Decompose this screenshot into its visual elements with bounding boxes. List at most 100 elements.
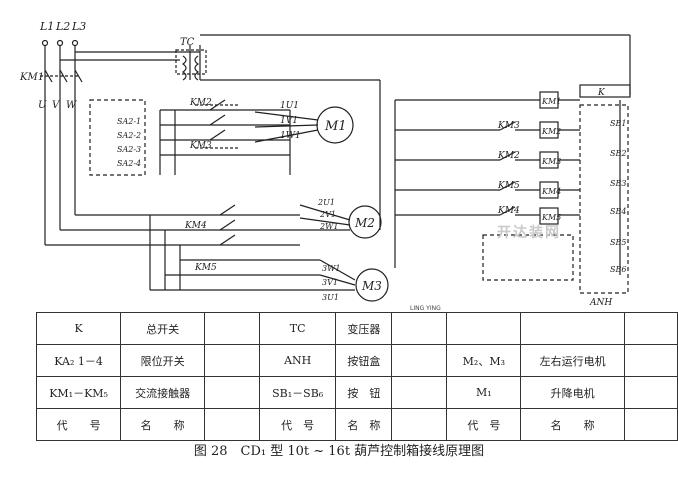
legend-cell xyxy=(204,408,261,441)
legend-cell: 代 号 xyxy=(259,408,337,441)
control-coil-km3: KM3 xyxy=(541,157,561,166)
main-switch-label: KM1 xyxy=(19,72,44,83)
terminal-w: W xyxy=(66,100,77,111)
contactor-group-lower xyxy=(45,204,320,291)
control-circuit xyxy=(394,84,631,294)
legend-cell: 名 称 xyxy=(335,408,393,441)
legend-cell: 代 号 xyxy=(35,408,122,441)
legend-cell: K xyxy=(35,312,122,345)
legend-cell xyxy=(204,376,261,409)
button-sb6: SB6 xyxy=(610,265,626,274)
legend-cell xyxy=(520,312,625,345)
motor-m1 xyxy=(254,106,354,144)
legend-cell: SB₁－SB₆ xyxy=(259,376,337,409)
limit-switch-3: SA2-3 xyxy=(117,145,141,154)
legend-cell: 交流接触器 xyxy=(120,376,206,409)
control-coil-km1: KM1 xyxy=(541,97,561,106)
legend-cell xyxy=(391,344,448,377)
legend-cell xyxy=(204,312,261,345)
control-contact-km3: KM3 xyxy=(497,121,520,131)
legend-cell: 代 号 xyxy=(446,408,522,441)
motor-m3-terminal-2: 3V1 xyxy=(322,278,338,287)
contactor-km5-label: KM5 xyxy=(194,263,217,273)
legend-cell: 名 称 xyxy=(520,408,625,441)
terminal-v: V xyxy=(52,100,61,111)
button-sb5: SB5 xyxy=(610,238,626,247)
legend-cell: 变压器 xyxy=(335,312,393,345)
control-coil-km4: KM4 xyxy=(541,187,561,196)
limit-switch-1: SA2-1 xyxy=(117,117,141,126)
contactor-group-upper xyxy=(159,99,291,175)
control-coil-km2: KM2 xyxy=(541,127,561,136)
legend-cell xyxy=(623,312,678,345)
limit-switch-4: SA2-4 xyxy=(117,159,141,168)
legend-cell: 名 称 xyxy=(120,408,206,441)
legend-cell: TC xyxy=(259,312,337,345)
logo-text: LING YING xyxy=(410,305,441,312)
control-contact-km4: KM4 xyxy=(497,206,520,216)
legend-cell xyxy=(391,312,448,345)
legend-cell: 限位开关 xyxy=(120,344,206,377)
legend-cell: 总开关 xyxy=(120,312,206,345)
control-coil-km5: KM5 xyxy=(541,213,561,222)
motor-m2-terminal-2: 2V1 xyxy=(319,210,336,219)
transformer-label: TC xyxy=(180,37,195,48)
legend-cell: 升降电机 xyxy=(520,376,625,409)
motor-m2-terminal-3: 2W1 xyxy=(319,222,338,231)
button-sb3: SB3 xyxy=(610,179,626,188)
motor-m1-terminal-2: 1V1 xyxy=(280,116,298,126)
legend-cell: 按钮盒 xyxy=(335,344,393,377)
legend-cell: M₂、M₃ xyxy=(446,344,522,377)
contactor-km4-label: KM4 xyxy=(184,221,207,231)
transformer xyxy=(175,49,207,81)
motor-m1-terminal-3: 1W1 xyxy=(280,131,301,141)
button-sb4: SB4 xyxy=(610,207,626,216)
limit-switch-box xyxy=(89,99,146,176)
legend-cell xyxy=(204,344,261,377)
motor-m3 xyxy=(319,259,389,302)
phase-label-1: L1 xyxy=(39,20,54,33)
watermark: 开达装网 xyxy=(497,225,561,241)
contactor-km2-label: KM2 xyxy=(189,98,212,108)
button-sb1: SB1 xyxy=(610,119,626,128)
button-sb2: SB2 xyxy=(610,149,626,158)
figure-caption: 图 28 CD₁ 型 10t ~ 16t 葫芦控制箱接线原理图 xyxy=(193,444,485,459)
limit-switch-2: SA2-2 xyxy=(117,131,141,140)
legend-cell: M₁ xyxy=(446,376,522,409)
terminal-u: U xyxy=(38,100,47,111)
contactor-km3-label: KM3 xyxy=(189,141,212,151)
motor-m1-label: M1 xyxy=(324,119,347,134)
motor-m3-terminal-1: 3W1 xyxy=(322,264,340,273)
legend-cell: KA₂ 1－4 xyxy=(35,344,122,377)
legend-cell xyxy=(391,408,448,441)
motor-m3-label: M3 xyxy=(361,279,382,293)
supply-lines xyxy=(40,39,83,245)
legend-cell xyxy=(623,408,678,441)
legend-cell xyxy=(391,376,448,409)
motor-m2-label: M2 xyxy=(354,216,375,230)
legend-cell xyxy=(623,344,678,377)
motor-m2-terminal-1: 2U1 xyxy=(317,198,335,207)
motor-m3-terminal-3: 3U1 xyxy=(322,293,339,302)
legend-cell: 按 钮 xyxy=(335,376,393,409)
phase-label-3: L3 xyxy=(71,20,86,33)
wiring-schematic: L1 L2 L3 KM1 U V W TC SA2-1 SA2-2 SA2-3 … xyxy=(19,20,631,312)
legend-row: 代 号名 称代 号名 称代 号名 称 xyxy=(35,408,678,441)
control-k-label: K xyxy=(597,88,606,98)
legend-cell xyxy=(623,376,678,409)
legend-cell: 左右运行电机 xyxy=(520,344,625,377)
legend-cell xyxy=(446,312,522,345)
legend-cell: ANH xyxy=(259,344,337,377)
legend-cell: KM₁－KM₅ xyxy=(35,376,122,409)
anh-label: ANH xyxy=(589,298,612,308)
control-contact-km2: KM2 xyxy=(497,151,520,161)
motor-m1-terminal-1: 1U1 xyxy=(280,101,299,111)
phase-label-2: L2 xyxy=(55,20,70,33)
control-contact-km5: KM5 xyxy=(497,181,520,191)
motor-m2 xyxy=(299,204,382,239)
